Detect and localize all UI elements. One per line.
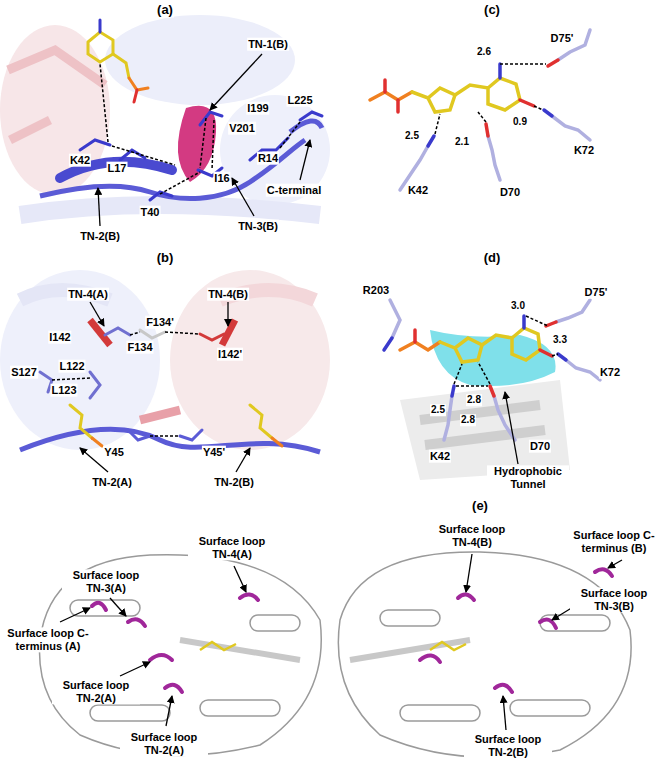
protein-cartoon [0, 15, 330, 215]
callout-arrows [80, 302, 250, 472]
callout-label: Surface loop TN-2(B) [464, 733, 552, 758]
callout-label: Surface loop TN-4(B) [428, 523, 516, 548]
callout-arrows [60, 554, 622, 730]
protein-cartoon [400, 330, 570, 480]
residue-label: L123 [50, 384, 77, 397]
distance-label: 0.9 [512, 116, 528, 128]
residue-label: K42 [407, 184, 429, 197]
panel-letter: (b) [156, 251, 175, 266]
distance-label: 2.8 [460, 414, 476, 426]
callout-label: Hydrophobic Tunnel [487, 465, 569, 490]
callout-label: TN-3(B) [237, 220, 279, 233]
residue-label: L122 [58, 360, 85, 373]
callout-label: TN-2(A) [91, 476, 133, 489]
callout-label: Surface loop TN-2(A) [120, 731, 208, 756]
active-site-sticks [384, 300, 600, 440]
callout-label: Surface loop C-terminus (B) [570, 529, 658, 554]
callout-label: Surface loop TN-4(A) [188, 535, 276, 560]
distance-label: 3.3 [552, 334, 568, 346]
residue-label: I142 [48, 331, 71, 344]
residue-label: D70 [499, 186, 521, 199]
distance-label: 2.5 [404, 130, 420, 142]
residue-sticks [40, 328, 282, 446]
callout-label: Surface loop C-terminus (A) [5, 627, 91, 652]
protein-cartoon [40, 552, 632, 757]
ligand-sticks [200, 642, 466, 650]
panel-letter: (a) [156, 3, 174, 18]
residue-label: K72 [599, 366, 621, 379]
residue-label: K42 [69, 154, 91, 167]
distance-label: 2.5 [430, 404, 446, 416]
residue-label: T40 [140, 206, 161, 219]
distance-label: 2.6 [476, 46, 492, 58]
panel-letter: (c) [483, 3, 501, 18]
distance-label: 2.1 [454, 136, 470, 148]
distance-label: 3.0 [510, 300, 526, 312]
callout-label: TN-4(A) [67, 288, 109, 301]
protein-cartoon [0, 270, 330, 452]
residue-label: D75' [584, 286, 609, 299]
residue-label: F134' [145, 316, 175, 329]
hbond-dashes [435, 64, 546, 134]
residue-label: I142' [217, 348, 243, 361]
hbond-dashes [454, 316, 558, 386]
callout-label: TN-4(B) [207, 288, 249, 301]
residue-label: Y45' [202, 446, 226, 459]
hbond-dashes [100, 64, 300, 194]
residue-label: D75' [550, 32, 575, 45]
distance-label: 2.8 [466, 394, 482, 406]
residue-label: R203 [362, 284, 390, 297]
residue-label: L225 [286, 94, 313, 107]
callout-label: TN-2(B) [213, 476, 255, 489]
residue-label: S127 [10, 366, 38, 379]
callout-label: C-terminal [266, 184, 322, 197]
callout-label: Surface loop TN-2(A) [52, 679, 140, 704]
callout-label: Surface loop TN-3(A) [62, 569, 150, 594]
residue-sticks [80, 112, 322, 200]
residue-label: K72 [573, 144, 595, 157]
callout-label: TN-1(B) [247, 38, 289, 51]
residue-label: Y45 [103, 446, 125, 459]
residue-label: F134 [126, 341, 153, 354]
active-site-sticks [370, 30, 590, 190]
callout-label: Surface loop TN-3(B) [570, 587, 658, 612]
panel-letter: (e) [471, 499, 489, 514]
panel-letter: (d) [483, 251, 502, 266]
residue-label: R14 [257, 152, 279, 165]
residue-label: V201 [228, 122, 256, 135]
callout-label: TN-2(B) [79, 230, 121, 243]
callout-arrows [98, 54, 310, 226]
residue-label: I16 [213, 172, 230, 185]
residue-label: I199 [246, 102, 269, 115]
residue-label: L17 [107, 162, 128, 175]
residue-label: D70 [529, 440, 551, 453]
ligand-sticks [88, 20, 148, 102]
residue-label: K42 [429, 450, 451, 463]
surface-loops [92, 569, 612, 692]
callout-arrows [505, 392, 518, 464]
